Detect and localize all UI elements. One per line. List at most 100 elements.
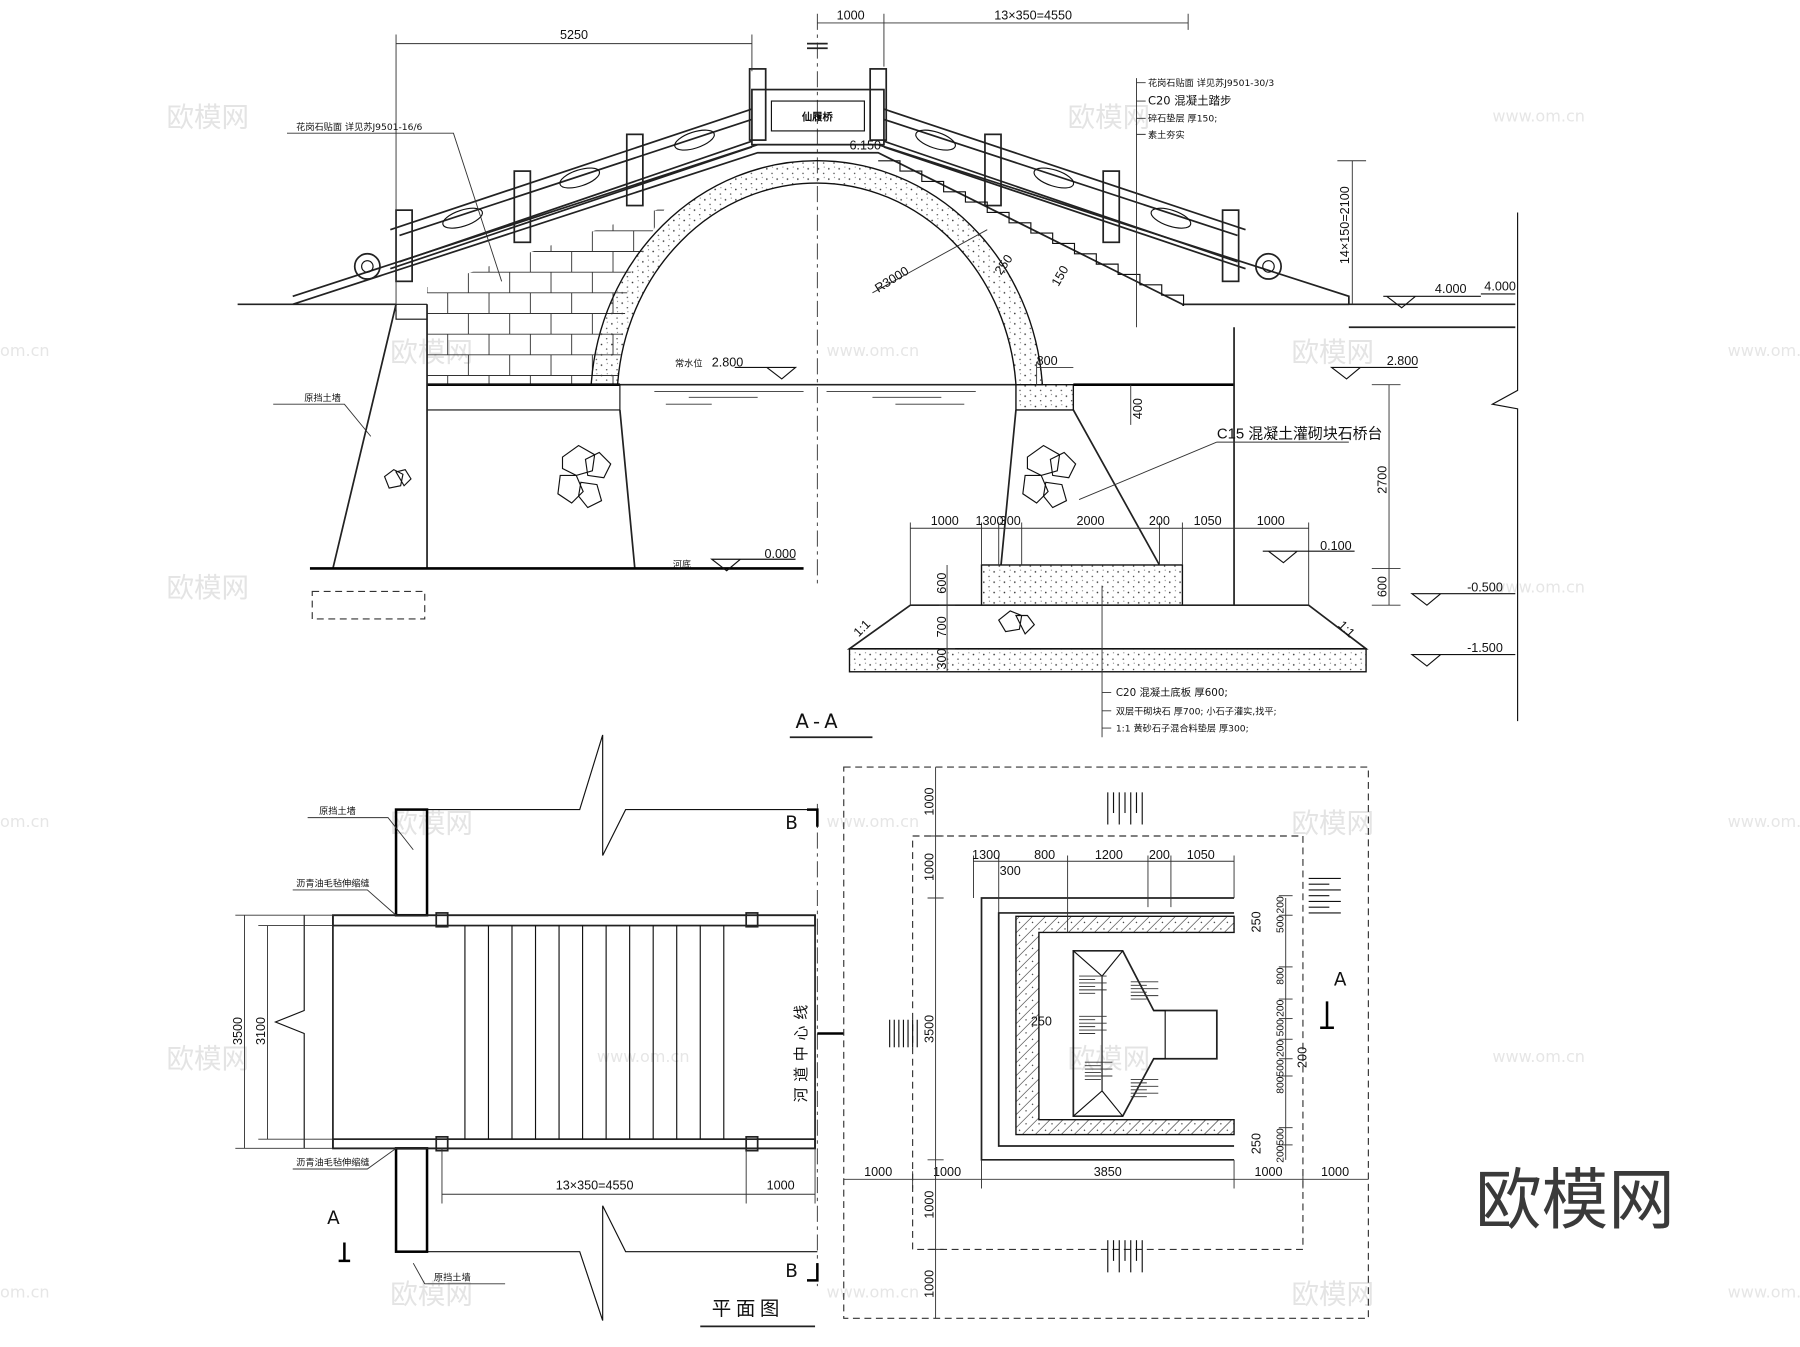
dim-detail-right: 800 <box>1275 1076 1286 1093</box>
retaining-wall-leader <box>273 403 372 437</box>
dim-detail-right: 500 <box>1275 1128 1286 1145</box>
level-water-right: 2.800 <box>1387 354 1419 368</box>
foundation-stack-callout: C20 混凝土底板 厚600; <box>1116 686 1228 699</box>
watermark: 欧模网 <box>1068 1043 1151 1075</box>
dim-found-600: 600 <box>935 573 949 594</box>
plan-width-dims <box>235 914 333 1149</box>
watermark-url: www.om.cn <box>1492 107 1585 126</box>
right-abutment-cap <box>1015 384 1075 411</box>
stone-left <box>557 444 612 509</box>
dim-250-c: 250 <box>1031 1014 1052 1028</box>
watermark-url: www.om.cn <box>1728 812 1800 831</box>
watermark: 欧模网 <box>1291 337 1374 369</box>
dim-200: 200 <box>1295 1047 1309 1068</box>
left-abutment-cap <box>426 384 621 411</box>
dim-250-a: 250 <box>1249 911 1263 932</box>
plan-railing-post <box>745 1135 759 1152</box>
dim-800: 800 <box>1037 354 1058 368</box>
dim-plan-1000: 1000 <box>767 1179 795 1193</box>
dim-400: 400 <box>1131 398 1145 419</box>
dim-detail-top: 1300 <box>972 848 1000 862</box>
dim-detail-left: 3500 <box>922 1015 936 1043</box>
slope-left: 1:1 <box>851 617 873 639</box>
left-facing-callout: 花岗石贴面 详见苏J9501-16/6 <box>296 121 422 133</box>
railing-post <box>513 170 532 244</box>
joint-top-leader <box>292 889 397 916</box>
section-aa: 仙履桥 5250 1000 13×350=4550 6.150 14×150=2… <box>237 9 1519 739</box>
left-railing <box>390 108 753 270</box>
top-dimension-lines <box>395 13 1189 311</box>
abutment-callout: C15 混凝土灌砌块石桥台 <box>1217 426 1383 443</box>
section-b-bottom: B <box>785 1261 798 1282</box>
watermark: 欧模网 <box>1291 1278 1374 1310</box>
dim-detail-right: 200 <box>1275 999 1286 1016</box>
stone-small <box>383 468 412 489</box>
water-level-label: 常水位 <box>675 357 703 369</box>
outer-excavation-outline <box>843 766 1369 1319</box>
watermark: 欧模网 <box>166 1043 249 1075</box>
dim-600: 600 <box>1376 576 1390 597</box>
watermark-url: www.om.cn <box>827 341 920 360</box>
retaining-wall-bottom <box>394 1147 429 1253</box>
foundation-left-dim-line <box>939 564 956 672</box>
section-a-label: A <box>327 1208 340 1229</box>
section-a-cut-detail <box>1320 1001 1334 1030</box>
dim-detail-left: 1000 <box>922 1270 936 1298</box>
slab-outline <box>997 912 1235 1147</box>
watermark-url: om.cn <box>0 1283 50 1302</box>
dim-detail-right: 200 <box>1275 1040 1286 1057</box>
detail-top-dim-lines <box>973 855 1235 933</box>
dim-detail-left: 1000 <box>922 1191 936 1219</box>
dim-found-300: 300 <box>935 648 949 669</box>
joint-bottom-label: 沥青油毛毡伸缩缝 <box>296 1157 369 1169</box>
bridge-deck-plan <box>332 914 816 1150</box>
abutment-leader <box>1078 441 1349 500</box>
right-stack-callout: C20 混凝土踏步 <box>1148 93 1232 107</box>
dim-detail-right: 500 <box>1275 916 1286 933</box>
railing-ornaments <box>442 129 1192 229</box>
dim-detail-left: 1000 <box>922 853 936 881</box>
railing-post <box>984 133 1002 207</box>
watermark-url: www.om.cn <box>827 1283 920 1302</box>
detail-left-dim-lines <box>927 767 944 1319</box>
top-railing-panel <box>751 88 885 146</box>
dim-foundation: 2000 <box>1077 514 1105 528</box>
dim-detail-top: 1050 <box>1187 848 1215 862</box>
dim-radius: R3000 <box>872 264 911 296</box>
riverbed-marker <box>710 558 796 572</box>
level-marker <box>1262 550 1355 564</box>
plan-railing-post <box>435 912 449 928</box>
dim-width-outer: 3500 <box>231 1017 245 1045</box>
watermark-url: www.om.cn <box>1728 341 1800 360</box>
watermark-url: www.om.cn <box>1492 578 1585 597</box>
left-cap <box>395 303 428 320</box>
dim-steps-span: 13×350=4550 <box>994 9 1072 23</box>
scroll-end-left-inner <box>361 260 374 273</box>
level-marker <box>1410 593 1516 606</box>
water-level-marker <box>734 366 798 380</box>
watermark: 欧模网 <box>1068 101 1151 133</box>
dim-foundation: 1000 <box>1257 514 1285 528</box>
railing-ornament <box>1033 167 1075 189</box>
dim-detail-top: 1200 <box>1095 848 1123 862</box>
foundation-stack-leader <box>1101 585 1112 738</box>
level-road-1: 4.000 <box>1435 282 1467 296</box>
level-m1500: -1.500 <box>1467 641 1503 655</box>
right-stack-callout: 碎石垫层 厚150; <box>1148 113 1217 125</box>
level-m0500: -0.500 <box>1467 580 1503 594</box>
watermark: 欧模网 <box>1291 808 1374 840</box>
riverbed-value: 0.000 <box>765 547 797 561</box>
sand-gravel-bed <box>848 648 1367 673</box>
plan-break-left <box>273 915 305 1149</box>
foundation-stack-callout: 1:1 黄砂石子混合料垫层 厚300; <box>1116 722 1249 734</box>
dim-detail-left: 1000 <box>922 788 936 816</box>
watermark: 欧模网 <box>390 337 473 369</box>
dim-2700: 2700 <box>1376 466 1390 494</box>
dim-found-700: 700 <box>935 616 949 637</box>
railing-posts <box>395 68 1240 283</box>
